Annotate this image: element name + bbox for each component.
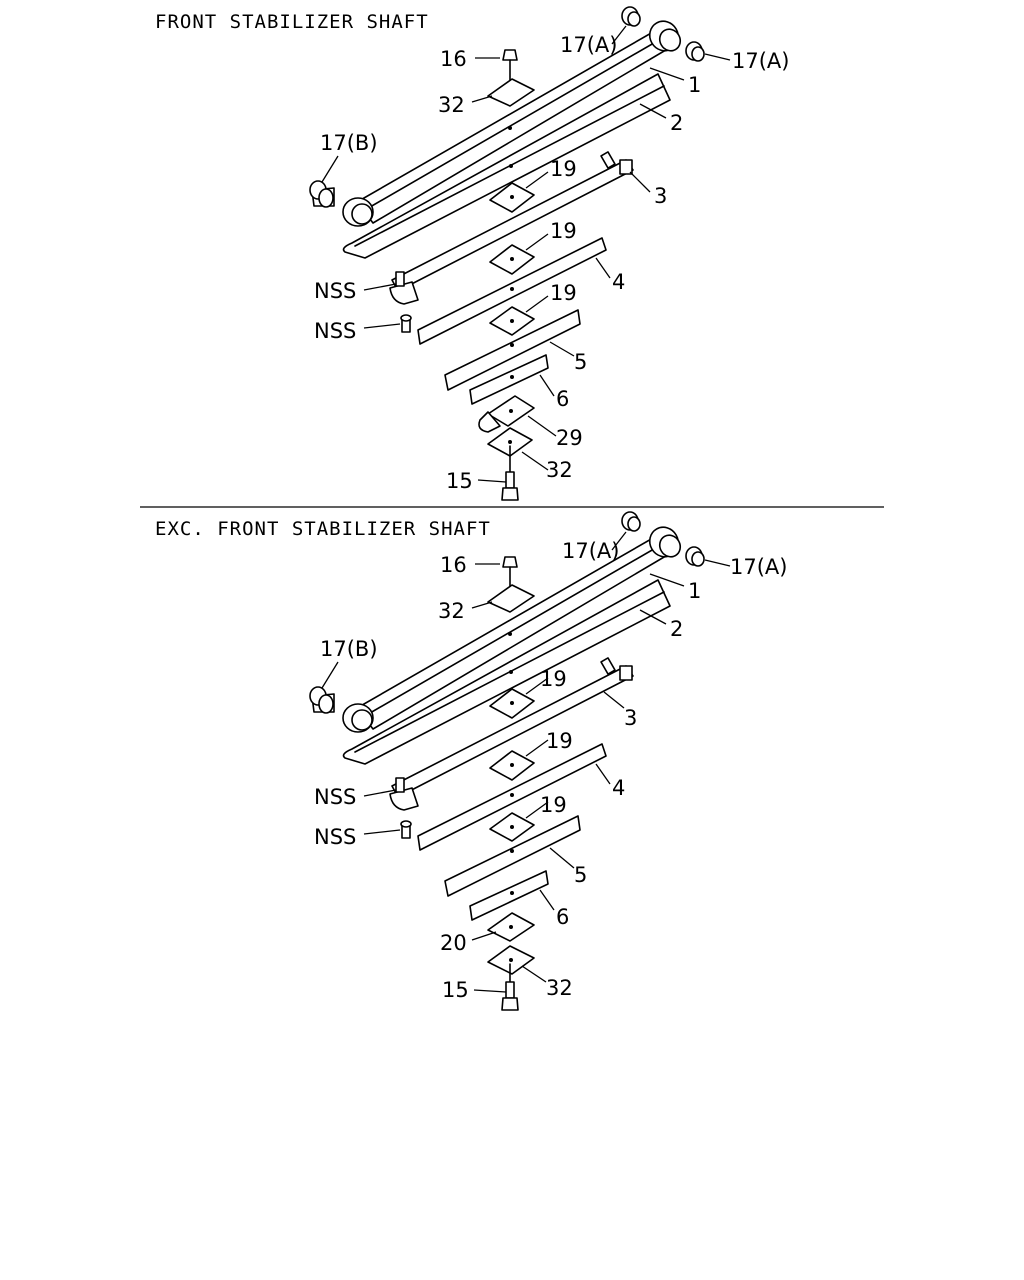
- bolt-15: [501, 963, 519, 1011]
- main-leaf-1: [342, 20, 682, 227]
- callout-17a-right: 17(A): [732, 49, 789, 73]
- bracket-29: [478, 395, 535, 433]
- callout-19a: 19: [550, 157, 577, 181]
- bushing-17a-right: [685, 546, 705, 567]
- callout-5: 5: [574, 863, 587, 887]
- callout-3: 3: [624, 706, 637, 730]
- callout-17b: 17(B): [320, 131, 378, 155]
- callout-nss-clip: NSS: [314, 785, 356, 809]
- nut-16: [502, 49, 518, 85]
- callout-32-top: 32: [438, 93, 465, 117]
- callout-nss-rivet: NSS: [314, 825, 356, 849]
- callout-6: 6: [556, 387, 569, 411]
- callout-19b: 19: [546, 729, 573, 753]
- bushing-17a-top: [621, 511, 641, 532]
- callout-19b: 19: [550, 219, 577, 243]
- section-title: EXC. FRONT STABILIZER SHAFT: [155, 518, 491, 540]
- callout-nss-rivet: NSS: [314, 319, 356, 343]
- leaf-2: [342, 73, 671, 259]
- plate-32-top: [487, 78, 535, 107]
- section-front-stabilizer: FRONT STABILIZER SHAFT: [155, 6, 789, 501]
- bushing-17b: [309, 686, 335, 714]
- section-exc-front-stabilizer: EXC. FRONT STABILIZER SHAFT: [155, 511, 787, 1011]
- callout-32-bottom: 32: [546, 976, 573, 1000]
- leaf-6: [469, 870, 549, 921]
- callout-2: 2: [670, 111, 683, 135]
- bolt-15: [501, 445, 519, 501]
- nut-16: [502, 556, 518, 591]
- callout-5: 5: [574, 350, 587, 374]
- callout-20: 20: [440, 931, 467, 955]
- rivet-nss: [400, 820, 412, 839]
- callout-17a-top: 17(A): [562, 539, 619, 563]
- callout-17a-right: 17(A): [730, 555, 787, 579]
- section-title: FRONT STABILIZER SHAFT: [155, 11, 429, 33]
- bushing-17a-top: [621, 6, 641, 27]
- bushing-17b: [309, 180, 335, 208]
- callout-1: 1: [688, 579, 701, 603]
- callout-4: 4: [612, 776, 625, 800]
- leaf-2: [342, 579, 671, 765]
- callout-15: 15: [446, 469, 473, 493]
- callout-6: 6: [556, 905, 569, 929]
- leaf-3: [389, 151, 634, 305]
- callout-16: 16: [440, 553, 467, 577]
- callout-4: 4: [612, 270, 625, 294]
- callout-1: 1: [688, 73, 701, 97]
- callout-16: 16: [440, 47, 467, 71]
- callout-17a-top: 17(A): [560, 33, 617, 57]
- leaf-5: [444, 815, 581, 897]
- leader-lines: [321, 25, 731, 483]
- callout-nss-clip: NSS: [314, 279, 356, 303]
- plate-32-top: [487, 584, 535, 613]
- rivet-nss: [400, 314, 412, 333]
- callout-29: 29: [556, 426, 583, 450]
- callout-19c: 19: [550, 281, 577, 305]
- leader-lines: [321, 531, 731, 993]
- callout-19c: 19: [540, 793, 567, 817]
- bushing-17a-right: [685, 41, 705, 62]
- callout-2: 2: [670, 617, 683, 641]
- callout-3: 3: [654, 184, 667, 208]
- main-leaf-1: [342, 526, 682, 733]
- leaf-3: [389, 657, 634, 811]
- callout-17b: 17(B): [320, 637, 378, 661]
- callout-15: 15: [442, 978, 469, 1002]
- leaf-5: [444, 309, 581, 391]
- leaf-6: [469, 354, 549, 405]
- callout-32-bottom: 32: [546, 458, 573, 482]
- callout-19a: 19: [540, 667, 567, 691]
- callout-32-top: 32: [438, 599, 465, 623]
